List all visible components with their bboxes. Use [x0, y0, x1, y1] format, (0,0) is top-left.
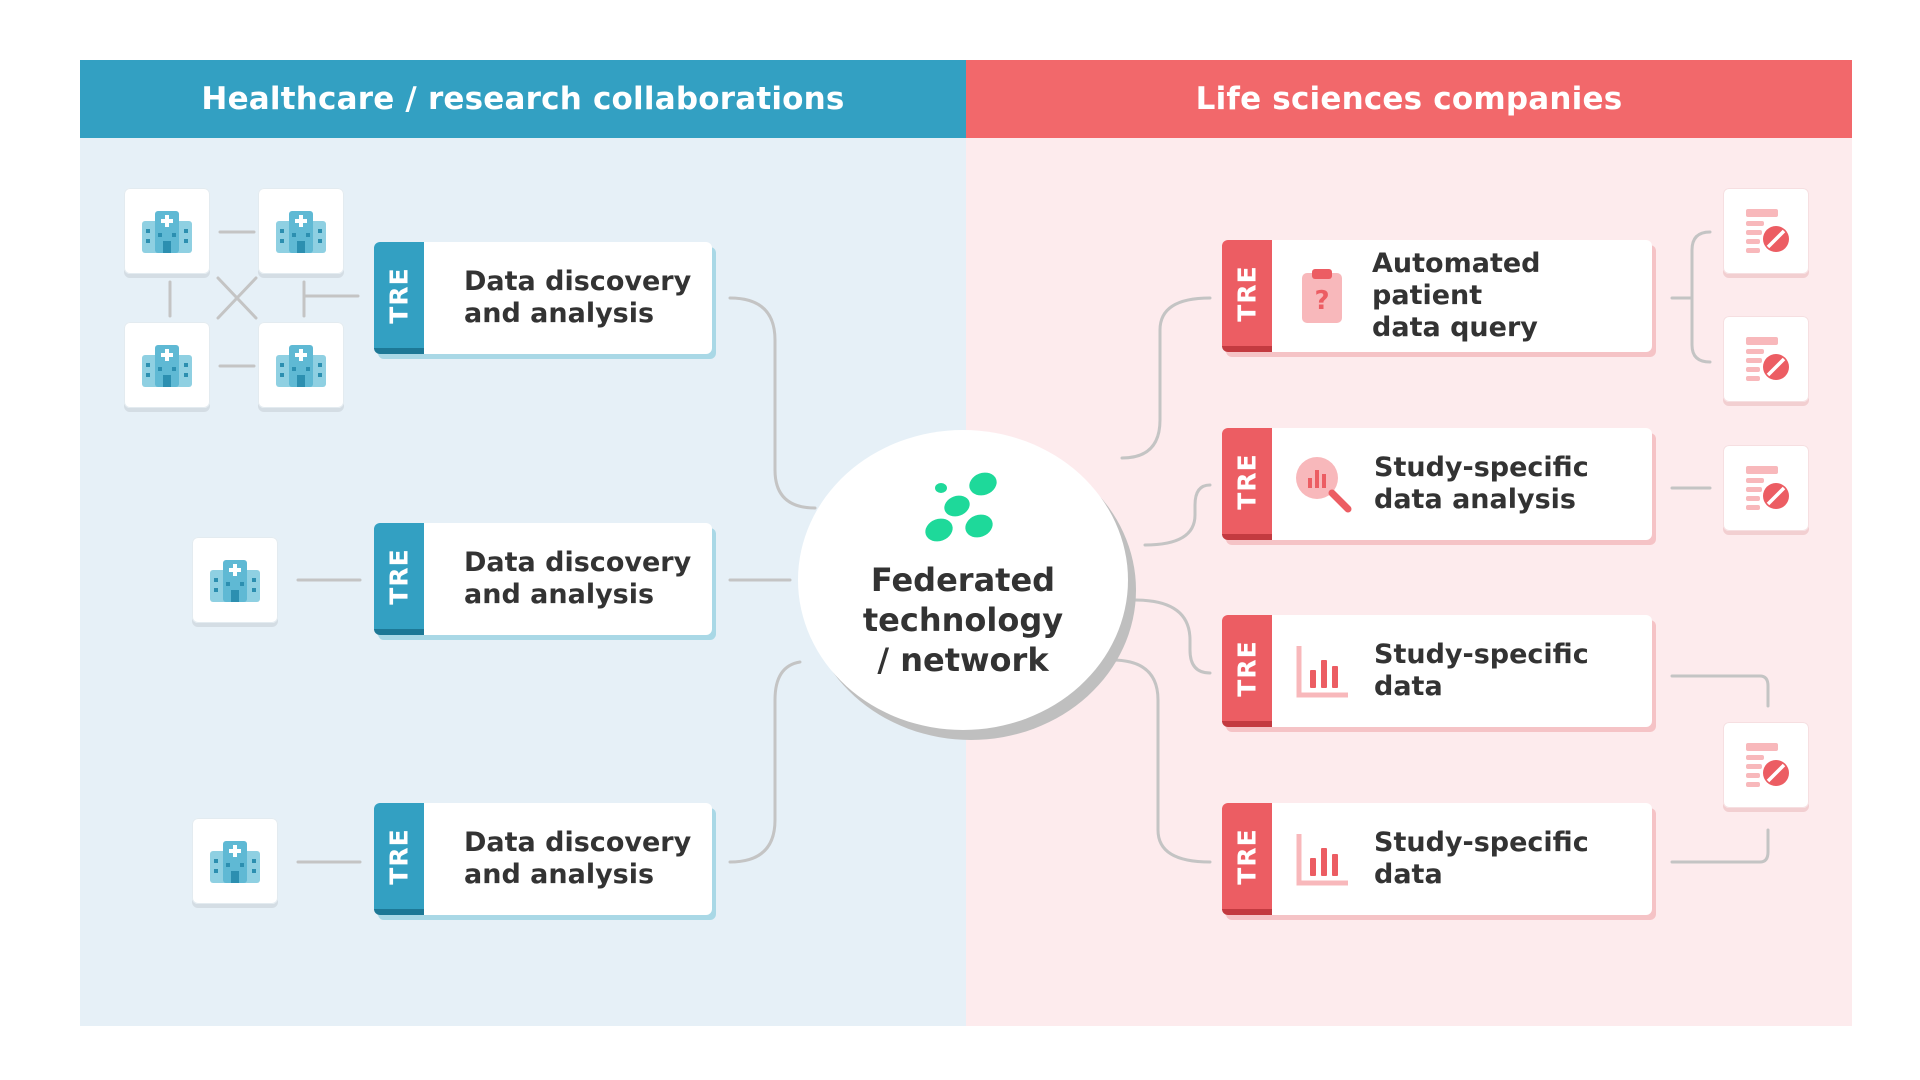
hospital-tile — [124, 322, 210, 408]
card-title-line2: and analysis — [464, 298, 655, 329]
tre-badge: TRE — [1222, 428, 1272, 540]
hub-title-line1: Federated — [870, 561, 1056, 599]
life-sciences-panel-header: Life sciences companies — [966, 60, 1852, 138]
tre-badge: TRE — [374, 523, 424, 635]
hospital-tile — [258, 188, 344, 274]
drug-tile — [1723, 188, 1809, 274]
pill-document-icon — [1746, 337, 1789, 381]
hospital-icon — [210, 560, 260, 602]
card-title-line1: Study-specific — [1374, 639, 1589, 670]
card-title-line1: Data discovery — [464, 827, 692, 858]
card-title-line1: Study-specific — [1374, 827, 1589, 858]
hospital-icon — [142, 345, 192, 387]
hospital-tile — [192, 818, 278, 904]
hospital-icon — [276, 211, 326, 253]
drug-tile — [1723, 722, 1809, 808]
bar-chart-icon — [1296, 834, 1348, 886]
card-title-line2: and analysis — [464, 859, 655, 890]
card-title-line1: Data discovery — [464, 266, 692, 297]
card-title-line2: data — [1374, 859, 1443, 890]
pill-document-icon — [1746, 743, 1789, 787]
hospital-tile — [258, 322, 344, 408]
card-title-line1: Automated patient — [1372, 248, 1541, 311]
svg-text:?: ? — [1314, 286, 1329, 316]
clipboard-question-icon: ? — [1302, 269, 1343, 323]
pill-document-icon — [1746, 209, 1789, 253]
card-title-line2: and analysis — [464, 579, 655, 610]
hospital-tile — [192, 537, 278, 623]
life-sciences-panel: Life sciences companies — [966, 60, 1852, 1026]
magnify-chart-icon — [1296, 457, 1352, 513]
drug-tile — [1723, 316, 1809, 402]
pill-document-icon — [1746, 466, 1789, 510]
card-title-line2: data query — [1372, 312, 1538, 343]
federated-logo-icon — [925, 472, 997, 542]
healthcare-panel-header: Healthcare / research collaborations — [80, 60, 966, 138]
card-title-line1: Study-specific — [1374, 452, 1589, 483]
card-title-line2: data — [1374, 671, 1443, 702]
hospital-icon — [276, 345, 326, 387]
tre-badge: TRE — [1222, 615, 1272, 727]
hospital-icon — [210, 841, 260, 883]
card-title-line1: Data discovery — [464, 547, 692, 578]
hospital-icon — [142, 211, 192, 253]
hub-title-line2: technology — [862, 601, 1064, 639]
federated-network-hub: Federated technology / network — [798, 430, 1128, 730]
tre-badge: TRE — [1222, 240, 1272, 352]
hospital-tile — [124, 188, 210, 274]
bar-chart-icon — [1296, 646, 1348, 698]
card-title-line2: data analysis — [1374, 484, 1576, 515]
tre-badge: TRE — [374, 242, 424, 354]
tre-badge: TRE — [374, 803, 424, 915]
drug-tile — [1723, 445, 1809, 531]
tre-badge: TRE — [1222, 803, 1272, 915]
hub-title-line3: / network — [877, 641, 1049, 679]
